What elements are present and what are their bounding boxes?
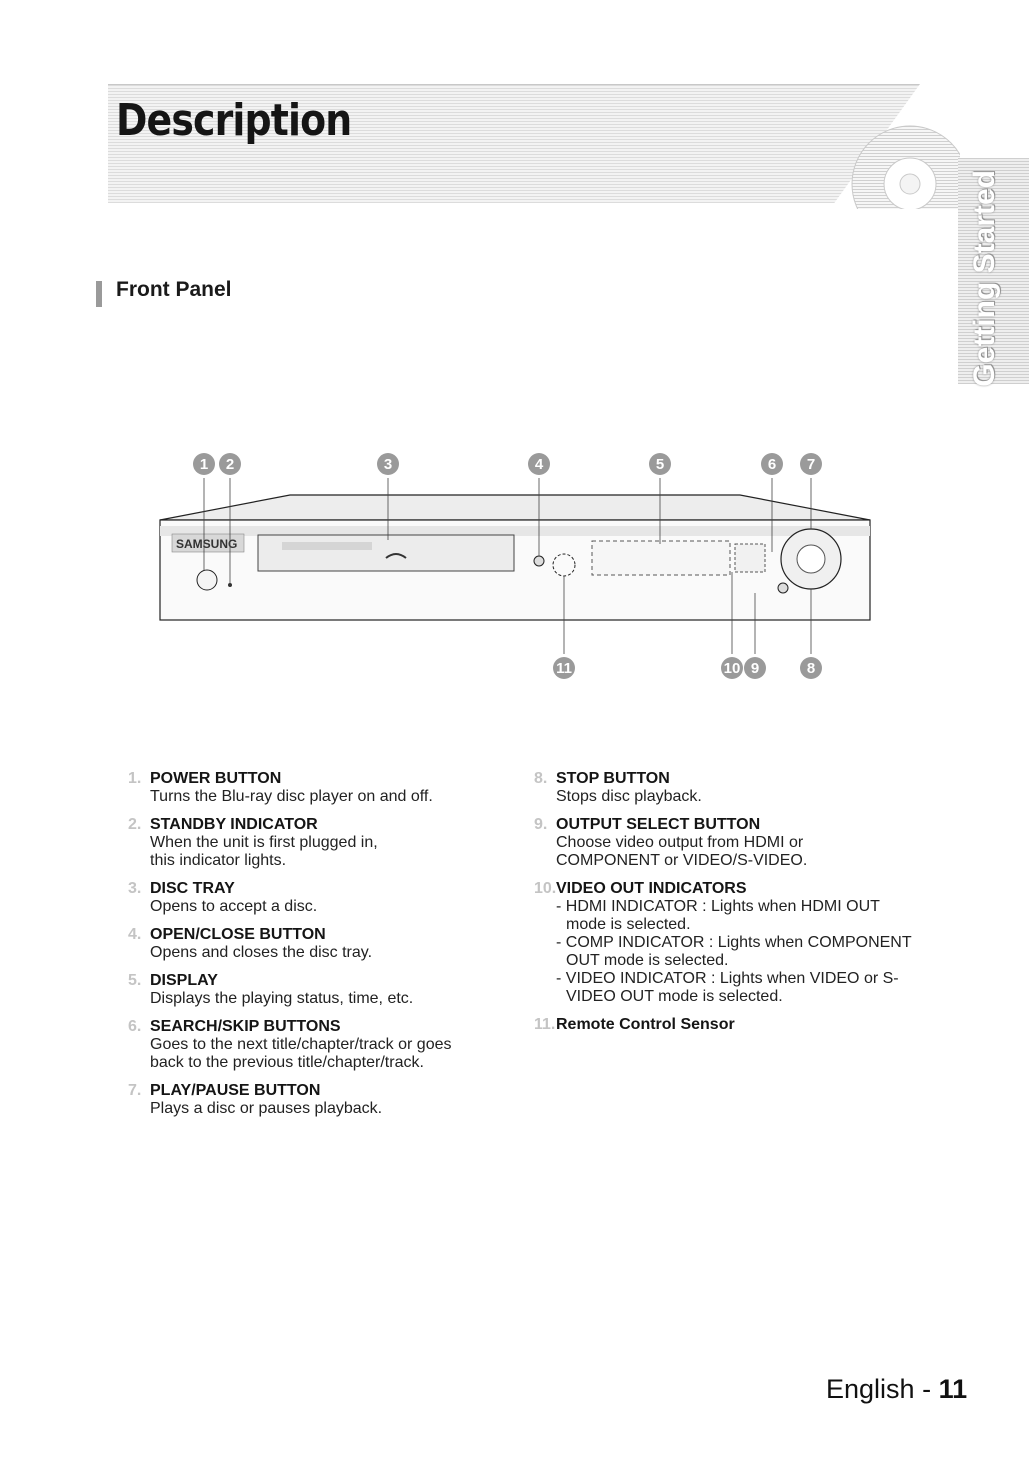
list-item: 5. DISPLAY Displays the playing status, … [128,972,488,1008]
item-bullet-list: HDMI INDICATOR : Lights when HDMI OUT mo… [556,898,914,1006]
list-item: 2. STANDBY INDICATOR When the unit is fi… [128,816,488,870]
list-item: 10. VIDEO OUT INDICATORS HDMI INDICATOR … [534,880,914,1006]
item-title: VIDEO OUT INDICATORS [556,880,747,897]
callout-11: 11 [553,657,575,679]
front-panel-diagram: SAMSUNG 1 2 3 4 5 6 7 11 10 9 8 [159,453,871,679]
item-title: STOP BUTTON [556,770,670,787]
item-title: SEARCH/SKIP BUTTONS [150,1018,341,1035]
bullet-item: VIDEO INDICATOR : Lights when VIDEO or S… [556,970,914,1006]
display-window-shape [591,540,731,576]
svg-text:6: 6 [768,456,776,473]
chapter-side-tab [958,158,1029,384]
svg-text:10: 10 [724,660,741,677]
chapter-side-tab-label: Getting Started [968,170,1001,387]
svg-text:5: 5 [656,456,664,473]
svg-text:2: 2 [226,456,234,473]
item-description: Opens to accept a disc. [150,898,318,915]
footer-language: English [826,1374,915,1404]
item-title: PLAY/PAUSE BUTTON [150,1082,321,1099]
standby-indicator-shape [228,583,232,587]
section-title: Front Panel [116,278,232,301]
item-description: Choose video output from HDMI or COMPONE… [556,834,808,869]
item-title: OUTPUT SELECT BUTTON [556,816,761,833]
header-banner [108,84,950,203]
list-item: 6. SEARCH/SKIP BUTTONS Goes to the next … [128,1018,488,1072]
bullet-item: COMP INDICATOR : Lights when COMPONENT O… [556,934,914,970]
output-select-button-shape [777,582,789,594]
item-title: Remote Control Sensor [556,1016,735,1033]
svg-text:1: 1 [200,456,208,473]
page-title: Description [116,95,352,146]
item-description: Opens and closes the disc tray. [150,944,373,961]
callout-2: 2 [219,453,241,475]
item-title: DISPLAY [150,972,218,989]
callout-6: 6 [761,453,783,475]
list-item: 4. OPEN/CLOSE BUTTON Opens and closes th… [128,926,488,962]
svg-text:11: 11 [556,660,572,677]
disc-graphic-icon [830,84,960,209]
item-description: Turns the Blu-ray disc player on and off… [150,788,433,805]
list-item: 7. PLAY/PAUSE BUTTON Plays a disc or pau… [128,1082,488,1118]
description-list-left: 1. POWER BUTTON Turns the Blu-ray disc p… [128,770,488,1128]
list-item: 9. OUTPUT SELECT BUTTON Choose video out… [534,816,914,870]
svg-text:8: 8 [807,660,815,677]
player-top-surface [159,494,871,521]
item-description: Goes to the next title/chapter/track or … [150,1036,452,1071]
item-description: Plays a disc or pauses playback. [150,1100,383,1117]
disc-tray-shape [257,534,515,572]
callout-9: 9 [744,657,766,679]
section-marker [96,281,102,307]
item-title: STANDBY INDICATOR [150,816,318,833]
item-title: OPEN/CLOSE BUTTON [150,926,326,943]
item-description: Displays the playing status, time, etc. [150,990,414,1007]
callout-3: 3 [377,453,399,475]
footer-separator: - [914,1374,939,1404]
svg-text:7: 7 [807,456,815,473]
callout-5: 5 [649,453,671,475]
item-title: POWER BUTTON [150,770,282,787]
list-item: 1. POWER BUTTON Turns the Blu-ray disc p… [128,770,488,806]
list-item: 8. STOP BUTTON Stops disc playback. [534,770,914,806]
svg-text:4: 4 [535,456,544,473]
callout-4: 4 [528,453,550,475]
page-number: 11 [938,1374,968,1404]
list-item: 3. DISC TRAY Opens to accept a disc. [128,880,488,916]
svg-text:3: 3 [384,456,392,473]
list-item: 11. Remote Control Sensor [534,1016,914,1034]
open-close-button-shape [533,555,545,567]
item-description: When the unit is first plugged in, this … [150,834,378,869]
brand-logo: SAMSUNG [176,537,237,551]
video-out-indicators-shape [734,543,766,573]
svg-text:9: 9 [751,660,759,677]
description-list-right: 8. STOP BUTTON Stops disc playback. 9. O… [534,770,914,1044]
callout-8: 8 [800,657,822,679]
page-footer: English - 11 [826,1374,967,1405]
callout-7: 7 [800,453,822,475]
bullet-item: HDMI INDICATOR : Lights when HDMI OUT mo… [556,898,914,934]
item-title: DISC TRAY [150,880,235,897]
callout-10: 10 [721,657,743,679]
callout-1: 1 [193,453,215,475]
item-description: Stops disc playback. [556,788,702,805]
power-button-shape [196,569,218,591]
